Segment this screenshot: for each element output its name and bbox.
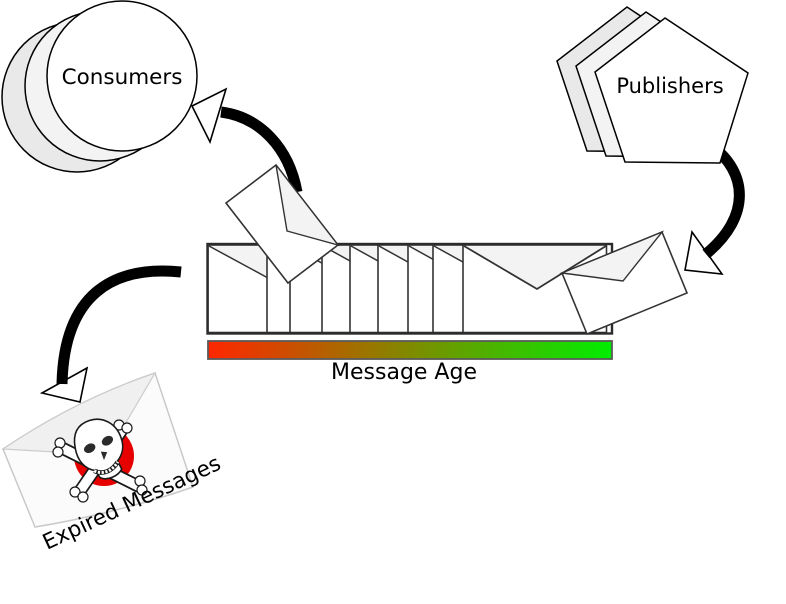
consume-arrow: [190, 87, 303, 194]
outgoing-envelope-icon: [224, 163, 340, 285]
publish-arrow: [684, 141, 745, 275]
skull-crossbones-icon: [52, 418, 148, 503]
expire-arrow-curve: [56, 265, 182, 385]
consume-arrow-curve: [220, 106, 303, 194]
expired-messages-flag: Expired Messages: [1, 371, 225, 555]
publishers-node: Publishers: [556, 6, 749, 164]
age-gradient-bar: [207, 340, 613, 360]
message-age-bar: Message Age: [207, 340, 613, 385]
publishers-label: Publishers: [616, 74, 723, 98]
envelope-icon: [207, 244, 269, 334]
skull: [73, 418, 124, 480]
consumers-node: Consumers: [1, 0, 198, 173]
consume-arrowhead-icon: [190, 87, 228, 145]
publishers-front-pentagon: [594, 17, 749, 164]
incoming-envelope-icon: [559, 230, 689, 336]
message-queue: [206, 242, 614, 335]
consumers-front-circle: [46, 0, 198, 152]
expire-arrow: [39, 265, 182, 403]
message-age-label: Message Age: [331, 360, 477, 385]
consumers-label: Consumers: [62, 65, 183, 90]
